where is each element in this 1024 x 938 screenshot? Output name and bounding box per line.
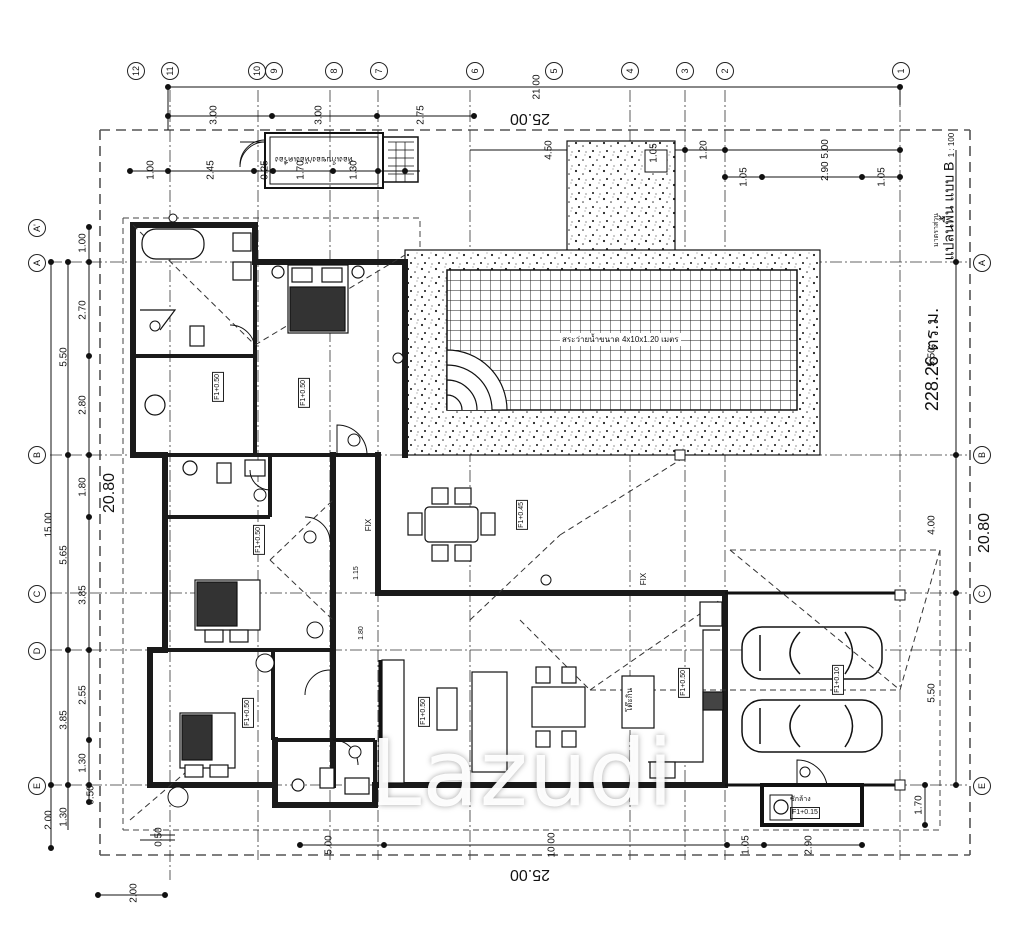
drawing-scale: 1 : 100 <box>947 132 957 158</box>
pump-room-label: ห้องเก็บของ/ห้องเครื่อง <box>275 155 354 164</box>
dim-top-right-3: 2.90 5.00 <box>819 139 831 181</box>
grid-col-12: 12 <box>127 62 145 80</box>
pool-label: สระว่ายน้ำขนาด 4x10x1.20 เมตร <box>560 333 681 346</box>
grid-col-1: 1 <box>892 62 910 80</box>
grid-col-4: 4 <box>621 62 639 80</box>
tag-dining: F1+0.45 <box>516 500 528 530</box>
top-dimensions <box>127 84 903 180</box>
tag-bedroom-2: F1+0.50 <box>253 525 265 555</box>
tag-bedroom-3: F1+0.50 <box>242 698 254 728</box>
dim-bottom-2: 5.00 <box>323 835 335 855</box>
car-1 <box>741 626 883 680</box>
master-bath-fixtures <box>140 228 252 416</box>
dim-bottom-site: 25.00 <box>510 866 551 883</box>
grid-col-2: 2 <box>716 62 734 80</box>
dim-pump-box: 1.05 <box>648 143 660 163</box>
dim-left-mid-2: 5.65 <box>58 545 70 565</box>
grid-row-a-prime: A' <box>28 219 46 237</box>
dim-top-seg-1: 3.00 <box>208 105 220 125</box>
dim-top-seg-3: 2.75 <box>415 105 427 125</box>
grid-col-9: 9 <box>265 62 283 80</box>
fix-label-1: FIX <box>364 518 374 532</box>
dim-left-mid-1: 5.50 <box>58 347 70 367</box>
dim-left-outer: 15.00 <box>43 512 55 538</box>
dim-top-right-1: 4.50 <box>543 140 555 160</box>
dim-left-inner-7: 1.30 <box>77 753 89 773</box>
grid-row-c: C <box>28 585 46 603</box>
dim-bottom-3: 10.00 <box>546 832 558 858</box>
fix-label-2: FIX <box>639 572 649 586</box>
dim-left-inner-4: 1.80 <box>77 477 89 497</box>
dim-left-inner-6: 2.55 <box>77 685 89 705</box>
dim-left-inner-1: 1.00 <box>77 233 89 253</box>
pool-steps <box>446 349 508 411</box>
dim-bottom-5: 2.90 <box>803 835 815 855</box>
grid-col-5: 5 <box>545 62 563 80</box>
light-circles <box>149 213 811 808</box>
car-2 <box>741 699 883 753</box>
dim-left-site: 20.80 <box>101 472 119 514</box>
dim-left-bottom-2: 1.30 <box>58 807 70 827</box>
bedroom-2-bed <box>194 579 261 643</box>
dim-top-right-5: 1.05 <box>876 167 888 187</box>
dim-left-inner-3: 2.80 <box>77 395 89 415</box>
door-swings <box>229 139 368 766</box>
grid-row-a-right: A <box>973 254 991 272</box>
dim-bottom-extra: 2.00 <box>128 883 140 903</box>
outdoor-dining-set <box>407 487 496 562</box>
laundry-tag: F1+0.15 <box>790 807 820 819</box>
dim-bottom-4: 1.05 <box>740 835 752 855</box>
dim-pump-2: 2.45 <box>205 160 217 180</box>
dim-top-site: 25.00 <box>510 110 551 127</box>
dim-left-bottom-1: 2.00 <box>43 810 55 830</box>
tag-master-bed: F1+0.50 <box>298 378 310 408</box>
grid-row-a: A <box>28 254 46 272</box>
laundry-label: ซักล้าง <box>790 796 811 803</box>
grid-col-8: 8 <box>325 62 343 80</box>
grid-row-d: D <box>28 642 46 660</box>
dim-corridor-2: 1.80 <box>357 626 365 640</box>
dim-right-2: 4.00 <box>926 515 938 535</box>
dim-left-inner-2: 2.70 <box>77 300 89 320</box>
site-boundary <box>99 129 971 856</box>
grid-row-c-right: C <box>973 585 991 603</box>
bottom-dimensions <box>150 834 865 848</box>
tag-master-bath: F1+0.50 <box>212 372 224 402</box>
dim-top-overall: 21.00 <box>531 74 543 100</box>
dim-left-mid-3: 3.85 <box>58 710 70 730</box>
grid-col-11: 11 <box>161 62 179 80</box>
watermark: Lazudi <box>370 720 675 827</box>
grid-row-b: B <box>28 446 46 464</box>
dim-pump-3: 0.25 <box>259 160 271 180</box>
dim-left-inner-5: 3.85 <box>77 585 89 605</box>
garage <box>725 591 900 827</box>
dim-right-3: 5.50 <box>926 683 938 703</box>
dim-right-site: 20.80 <box>976 512 994 554</box>
drawing-subtitle: มาตราส่วน <box>932 213 940 247</box>
bathroom-fixtures <box>182 459 370 795</box>
tag-kitchen: F1+0.50 <box>678 668 690 698</box>
grid-row-e-right: E <box>973 777 991 795</box>
bedroom-3-bed <box>179 712 236 778</box>
grid-row-e: E <box>28 777 46 795</box>
grid-col-6: 6 <box>466 62 484 80</box>
dim-pump-1: 1.00 <box>145 160 157 180</box>
master-bed <box>271 264 365 334</box>
right-dimensions <box>922 150 959 828</box>
dim-left-inner-8: 0.50 <box>85 785 97 805</box>
grid-col-7: 7 <box>370 62 388 80</box>
grid-col-3: 3 <box>676 62 694 80</box>
left-dimensions <box>48 224 175 898</box>
grid-row-b-right: B <box>973 446 991 464</box>
tag-garage: F1+0.10 <box>832 665 844 695</box>
grid-col-10: 10 <box>248 62 266 80</box>
dim-top-right-2: 1.20 <box>698 140 710 160</box>
dim-top-right-4: 1.05 <box>738 167 750 187</box>
dim-garage-depth: 1.70 <box>913 795 925 815</box>
dim-top-seg-2: 3.00 <box>313 105 325 125</box>
dim-bottom-1: 0.50 <box>153 827 165 847</box>
total-area: 228.26 ตร.ม. <box>922 307 943 412</box>
kitchen-island-label: โต๊ะกิน <box>625 687 635 713</box>
dim-corridor-1: 1.15 <box>352 566 360 580</box>
